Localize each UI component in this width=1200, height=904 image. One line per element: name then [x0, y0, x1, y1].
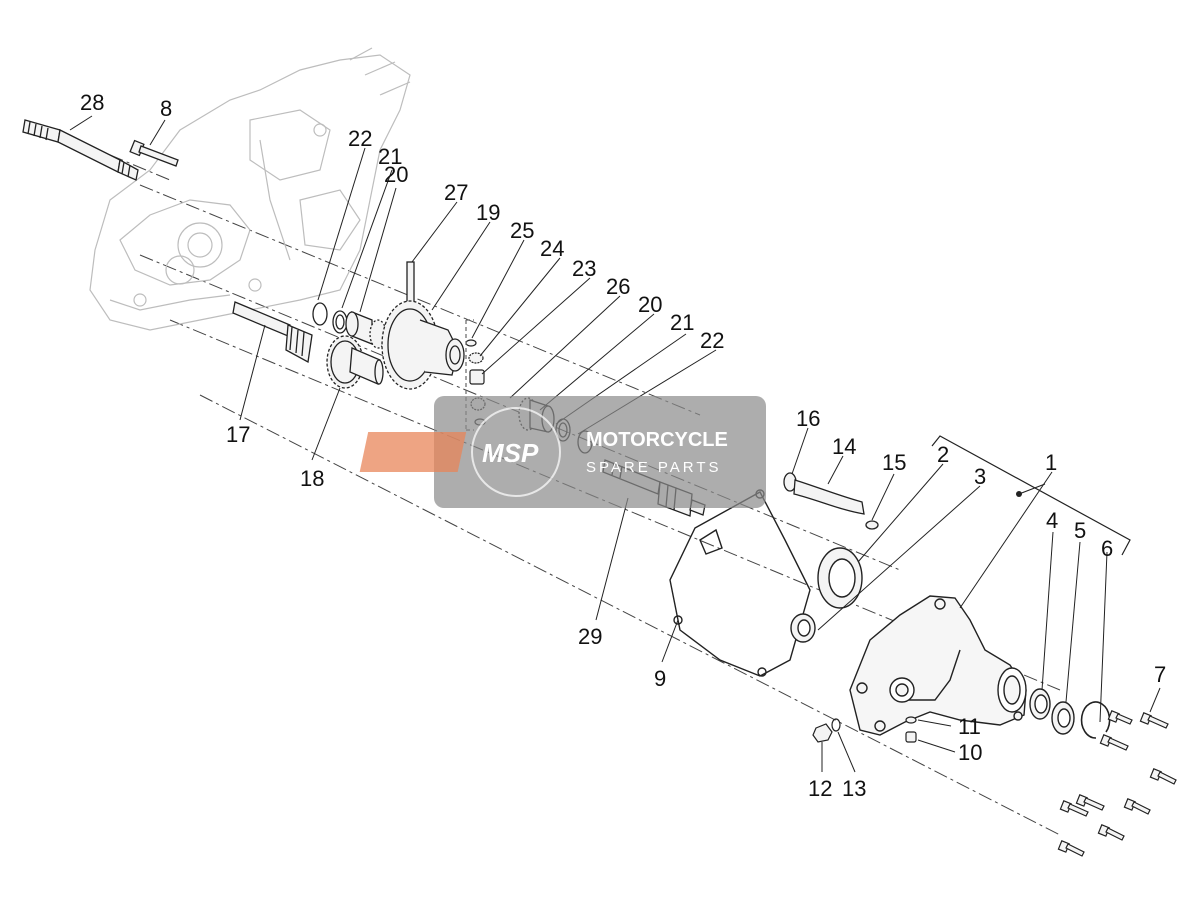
part-18-gear [326, 335, 384, 389]
callout-1: 1 [1045, 450, 1057, 475]
part-1-transmission-cover [849, 491, 1027, 736]
part-23-spider-block [469, 369, 485, 385]
callout-28: 28 [80, 90, 104, 115]
callout-4: 4 [1046, 508, 1058, 533]
callout-15: 15 [882, 450, 906, 475]
callout-14: 14 [832, 434, 856, 459]
part-17-pinion-shaft [232, 301, 313, 364]
callout-26: 26 [606, 274, 630, 299]
part-21-washer-left [332, 310, 348, 334]
part-5-seal [1051, 701, 1075, 735]
callout-12: 12 [808, 776, 832, 801]
part-28-shaft [22, 119, 139, 181]
part-2-bearing [817, 547, 863, 609]
callout-24: 24 [540, 236, 564, 261]
watermark-background [434, 396, 766, 508]
part-12-plug [812, 723, 833, 743]
part-24-satellite-gear [468, 352, 484, 364]
callout-18: 18 [300, 466, 324, 491]
callout-7: 7 [1154, 662, 1166, 687]
watermark-logo-box [359, 432, 467, 472]
callout-20: 20 [384, 162, 408, 187]
part-3-bearing [790, 613, 816, 643]
callout-29: 29 [578, 624, 602, 649]
part-9-gasket [669, 489, 811, 677]
watermark: MSP MOTORCYCLE SPARE PARTS [359, 396, 766, 508]
part-15-clamp [865, 520, 879, 530]
callout-11: 11 [958, 714, 981, 739]
callout-21: 21 [378, 144, 402, 169]
watermark-logo-text: MSP [482, 438, 539, 468]
callout-8: 8 [160, 96, 172, 121]
part-4-seal [1029, 688, 1051, 720]
callout-22: 22 [348, 126, 372, 151]
callout-27: 27 [444, 180, 468, 205]
callout-3: 3 [974, 464, 986, 489]
watermark-line1: MOTORCYCLE [586, 429, 728, 451]
callout-13: 13 [842, 776, 866, 801]
part-8-bolt [129, 139, 179, 167]
part-20-bevel-gear-left [345, 311, 387, 349]
callout-17: 17 [226, 422, 250, 447]
callout-6: 6 [1101, 536, 1113, 561]
callout-25: 25 [510, 218, 534, 243]
callout-20-right: 20 [638, 292, 662, 317]
part-13-washer [831, 718, 841, 732]
callout-labels: 28 8 22 21 20 27 19 25 24 23 26 20 21 22… [80, 90, 1166, 801]
engine-crankcase [89, 47, 411, 331]
part-25-washer [465, 339, 477, 347]
watermark-line2: SPARE PARTS [586, 459, 722, 476]
part-10-screw [905, 731, 917, 743]
part-11-washer [905, 716, 917, 724]
callout-9: 9 [654, 666, 666, 691]
callout-10: 10 [958, 740, 982, 765]
callout-5: 5 [1074, 518, 1086, 543]
callout-19: 19 [476, 200, 500, 225]
watermark-globe-icon [471, 407, 561, 497]
callout-16: 16 [796, 406, 820, 431]
part-14-breather-hose [793, 479, 865, 515]
callout-23: 23 [572, 256, 596, 281]
callout-2: 2 [937, 442, 949, 467]
part-22-circlip-left [312, 302, 328, 326]
part-6-circlip [1080, 701, 1111, 739]
assembly-bracket [931, 435, 1131, 556]
part-7-bolts [1057, 710, 1177, 857]
callout-22-right: 22 [700, 328, 724, 353]
callout-21-right: 21 [670, 310, 694, 335]
leader-lines [69, 115, 1161, 773]
part-19-differential [381, 300, 465, 390]
